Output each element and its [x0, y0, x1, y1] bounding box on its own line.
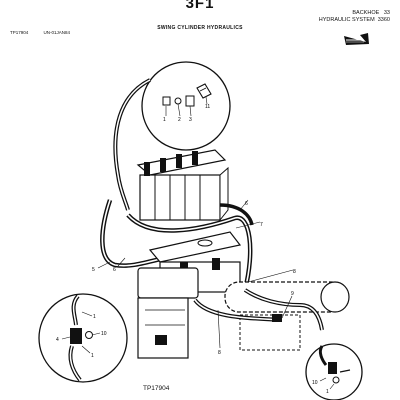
callout-top-1: 1 [163, 117, 166, 123]
header-left-block: TP17904 UN-01JAN84 [10, 30, 84, 35]
manual-section: BACKHOE [352, 10, 380, 16]
detail-circle-right [305, 343, 363, 400]
callout-left-4: 4 [56, 337, 59, 343]
page-number: 33 [383, 10, 390, 16]
callout-top-3: 3 [189, 117, 192, 123]
swing-cylinder-left [137, 267, 199, 359]
subsection: HYDRAULIC SYSTEM [318, 16, 375, 23]
callout-6: 6 [245, 201, 248, 207]
callout-right-10: 10 [312, 380, 318, 386]
detail-circle-left [38, 293, 128, 383]
left-ref-1: TP17904 [10, 30, 29, 35]
callout-left-1: 1 [93, 314, 96, 320]
callout-6b: 6 [113, 267, 116, 273]
control-valve [136, 149, 229, 222]
callout-5: 5 [92, 267, 95, 273]
page-header: 3F1 BACKHOE 33 HYDRAULIC SYSTEM 3360 TP1… [0, 0, 400, 60]
callout-8a: 8 [293, 269, 296, 275]
left-ref-2: UN-01JAN84 [43, 30, 71, 35]
page-code: 3F1 [185, 0, 215, 12]
header-right-block: BACKHOE 33 HYDRAULIC SYSTEM 3360 [319, 10, 390, 23]
callout-8b: 8 [218, 350, 221, 356]
section-title: SWING CYLINDER HYDRAULICS [157, 25, 243, 31]
swing-cylinder-right [224, 281, 350, 351]
callout-right-1: 1 [326, 389, 329, 395]
callout-9: 9 [291, 291, 294, 297]
callout-top-2: 2 [178, 117, 181, 123]
callout-top-11: 11 [205, 104, 210, 110]
callout-left-10: 10 [101, 331, 107, 337]
callout-left-1b: 1 [91, 353, 94, 359]
direction-arrow-icon [344, 33, 369, 45]
callout-7: 7 [260, 222, 263, 228]
detail-circle-top [141, 61, 231, 151]
figure-id: TP17904 [143, 385, 170, 392]
model-number: 3360 [377, 16, 390, 23]
